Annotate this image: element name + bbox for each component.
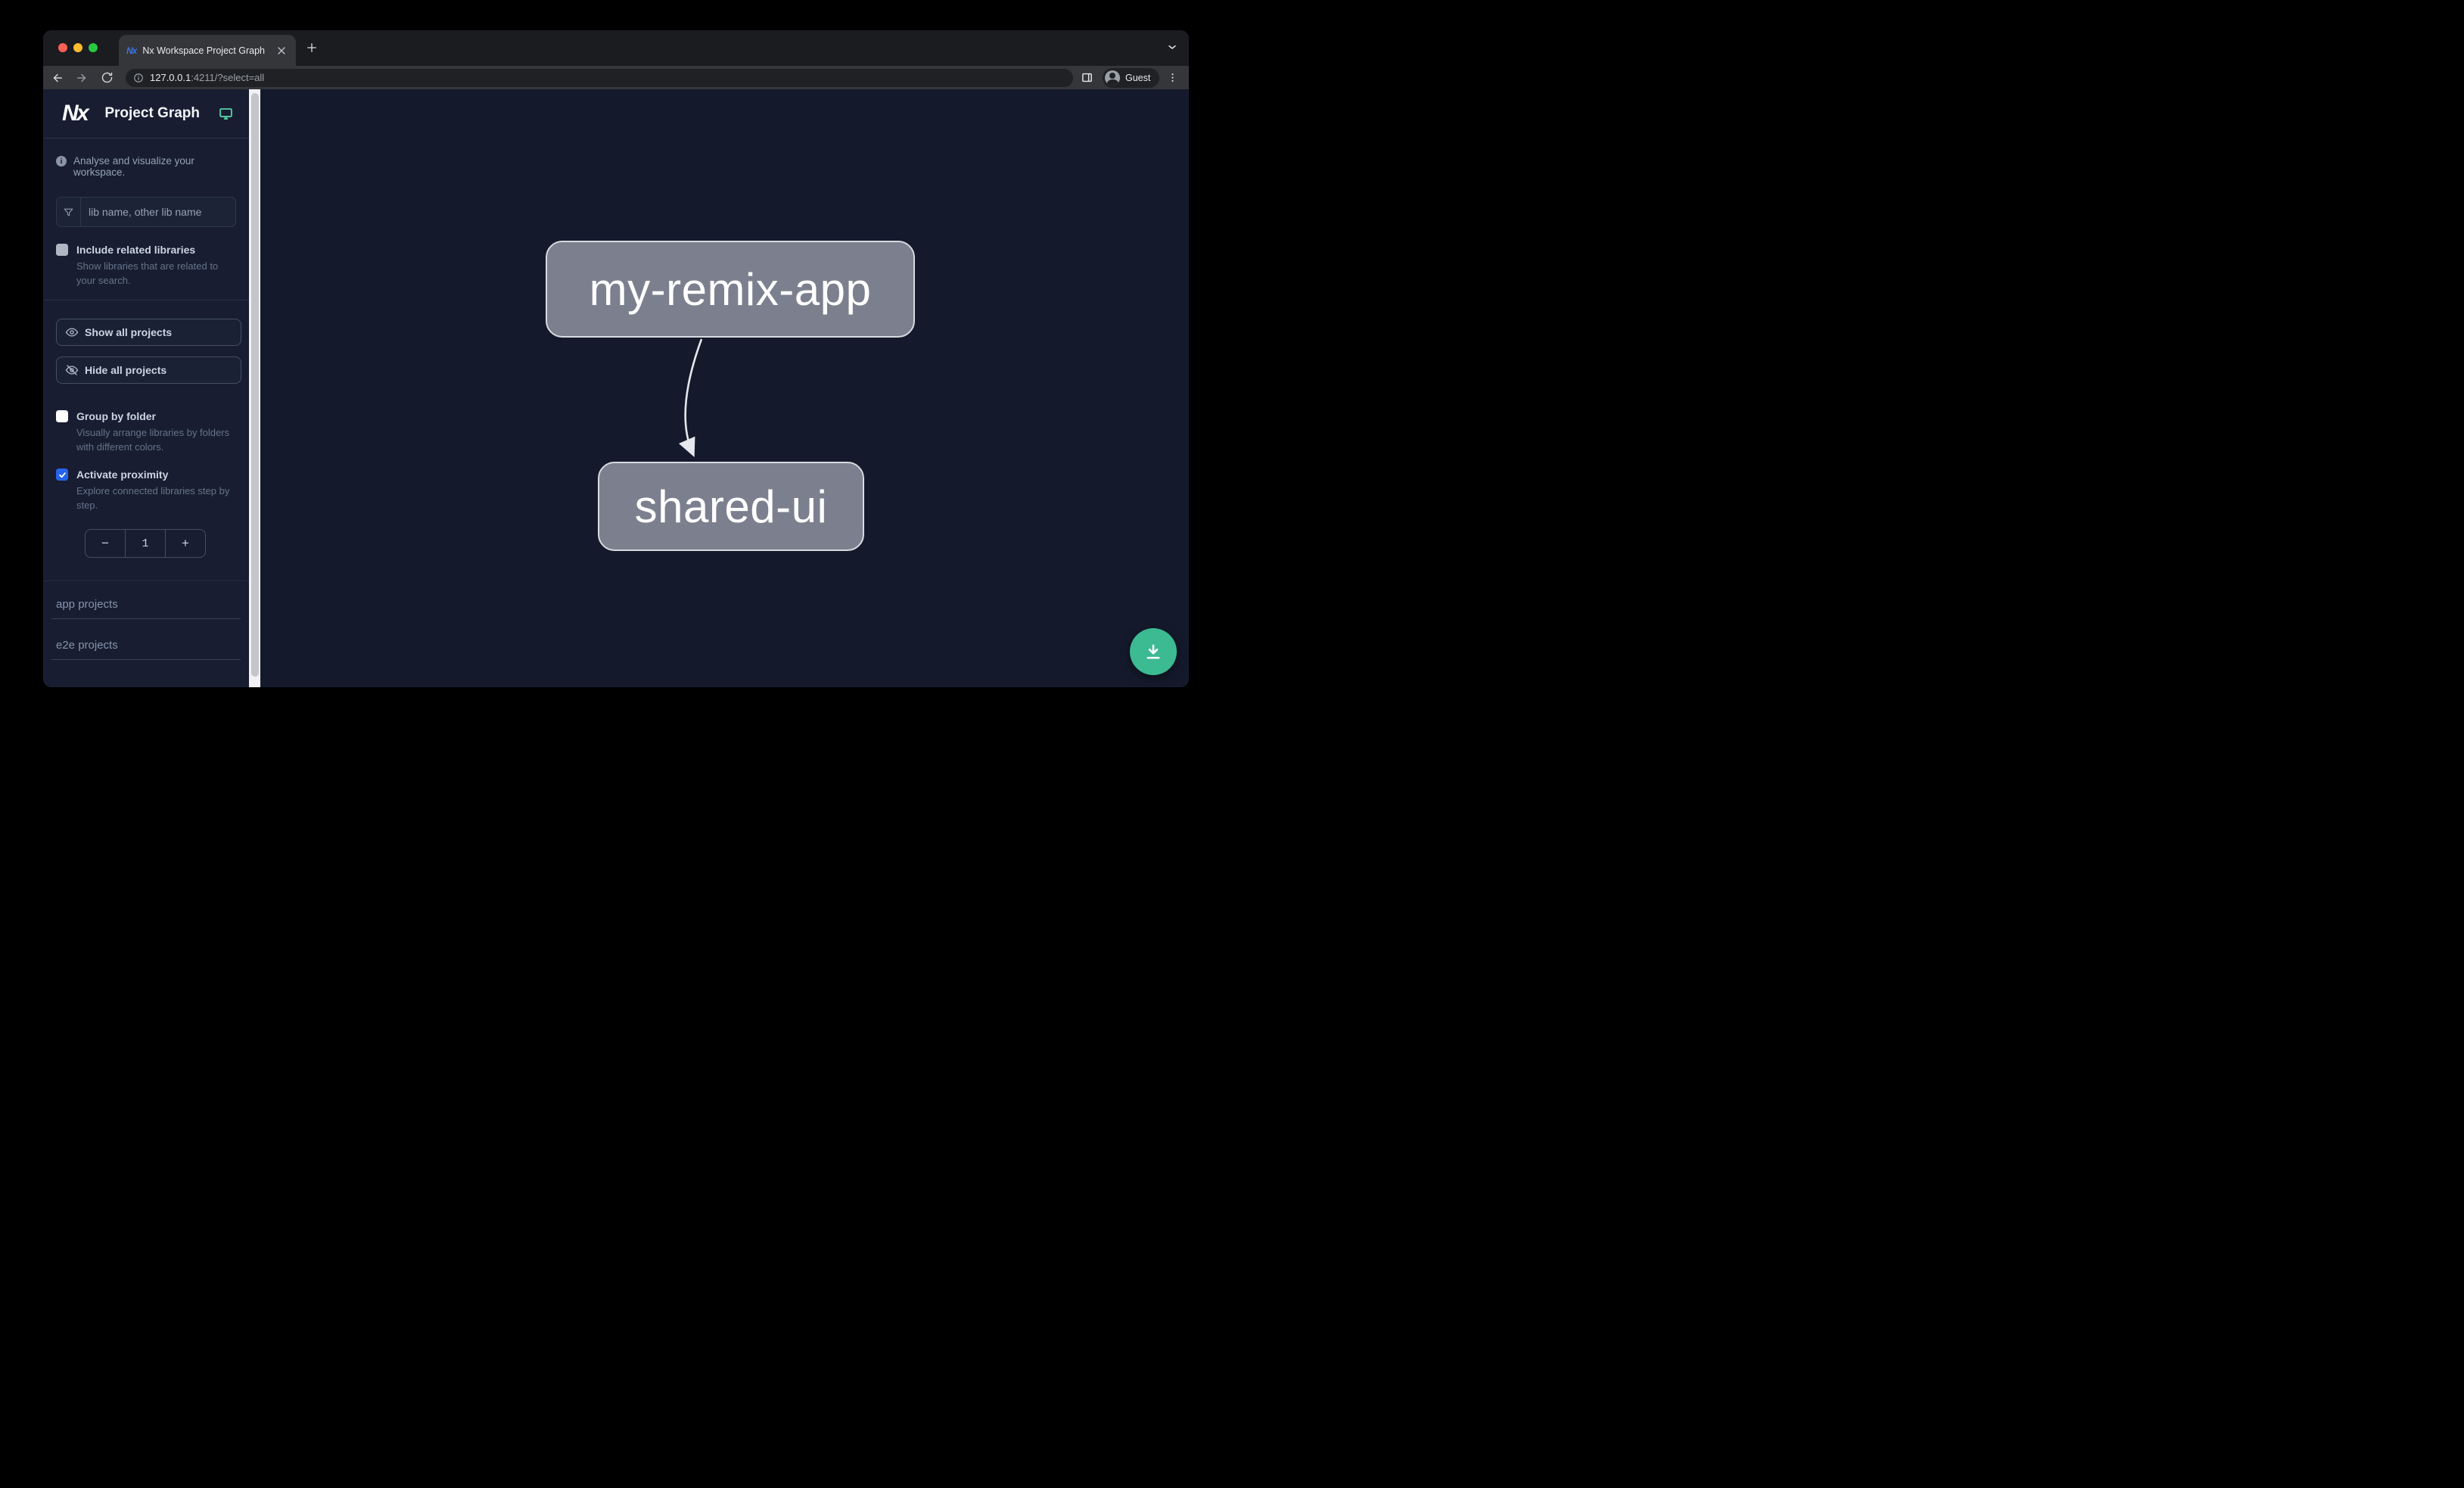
download-icon <box>1143 642 1163 662</box>
section-app-projects: app projects <box>51 581 241 619</box>
node-label: my-remix-app <box>589 263 872 315</box>
back-icon[interactable] <box>49 70 66 86</box>
option-activate-proximity: Activate proximity Explore connected lib… <box>56 468 236 512</box>
fullscreen-window-button[interactable] <box>89 43 98 52</box>
activate-proximity-label: Activate proximity <box>76 469 169 481</box>
browser-window: Nx Nx Workspace Project Graph <box>43 30 1189 687</box>
group-by-folder-label: Group by folder <box>76 410 156 422</box>
close-window-button[interactable] <box>58 43 67 52</box>
show-all-projects-label: Show all projects <box>85 326 173 338</box>
tagline-row: i Analyse and visualize your workspace. <box>56 155 236 178</box>
proximity-stepper: − 1 + <box>85 529 206 558</box>
avatar-icon <box>1105 70 1120 86</box>
monitor-icon[interactable] <box>218 106 234 122</box>
minimize-window-button[interactable] <box>73 43 82 52</box>
forward-icon[interactable] <box>73 70 90 86</box>
sidebar-header: Nx Project Graph <box>43 89 249 139</box>
profile-label: Guest <box>1125 72 1151 83</box>
hide-all-projects-button[interactable]: Hide all projects <box>56 356 241 384</box>
eye-off-icon <box>65 363 79 377</box>
sidebar-body: i Analyse and visualize your workspace. … <box>43 139 249 687</box>
dependency-edge <box>678 338 703 457</box>
side-panel-icon[interactable] <box>1081 71 1094 84</box>
tab-search-chevron-icon[interactable] <box>1166 41 1178 53</box>
graph-node-my-remix-app[interactable]: my-remix-app <box>546 241 915 338</box>
hide-all-projects-label: Hide all projects <box>85 364 167 376</box>
group-by-folder-description: Visually arrange libraries by folders wi… <box>76 427 230 453</box>
stepper-increment-button[interactable]: + <box>182 536 189 550</box>
tagline-text: Analyse and visualize your workspace. <box>73 155 194 178</box>
activate-proximity-checkbox[interactable] <box>56 469 68 481</box>
url-text: 127.0.0.1:4211/?select=all <box>150 72 264 83</box>
node-label: shared-ui <box>634 481 828 532</box>
section-e2e-projects-header[interactable]: e2e projects <box>56 639 118 652</box>
site-info-icon[interactable] <box>133 73 144 83</box>
project-filter <box>56 197 236 227</box>
reload-icon[interactable] <box>98 70 115 86</box>
section-app-projects-header[interactable]: app projects <box>56 598 118 611</box>
include-related-description: Show libraries that are related to your … <box>76 260 219 286</box>
section-underline <box>51 659 241 660</box>
tab-title: Nx Workspace Project Graph <box>142 45 265 56</box>
page-content: Nx Project Graph i Analyse and visualize… <box>43 89 1189 687</box>
profile-button[interactable]: Guest <box>1103 67 1160 88</box>
show-all-projects-button[interactable]: Show all projects <box>56 319 241 346</box>
window-controls <box>58 43 98 52</box>
browser-tab[interactable]: Nx Nx Workspace Project Graph <box>119 35 296 66</box>
tab-close-icon[interactable] <box>275 44 288 58</box>
url-path: :4211/?select=all <box>191 72 265 83</box>
section-e2e-projects: e2e projects <box>51 619 241 660</box>
sidebar-scrollbar[interactable] <box>249 89 260 687</box>
filter-funnel-icon <box>57 198 81 226</box>
desktop-background: Nx Nx Workspace Project Graph <box>0 0 1232 744</box>
eye-icon <box>65 325 79 339</box>
graph-node-shared-ui[interactable]: shared-ui <box>598 462 864 551</box>
page-title: Project Graph <box>104 105 201 121</box>
download-graph-button[interactable] <box>1130 628 1177 675</box>
stepper-value: 1 <box>125 530 166 557</box>
graph-canvas[interactable]: my-remix-app shared-ui <box>260 89 1189 687</box>
tab-strip: Nx Nx Workspace Project Graph <box>43 30 1189 66</box>
sidebar: Nx Project Graph i Analyse and visualize… <box>43 89 249 687</box>
url-host: 127.0.0.1 <box>150 72 191 83</box>
kebab-menu-icon[interactable] <box>1167 72 1178 83</box>
stepper-decrement-button[interactable]: − <box>101 536 109 550</box>
include-related-label: Include related libraries <box>76 244 196 256</box>
check-icon <box>58 472 66 478</box>
url-bar[interactable]: 127.0.0.1:4211/?select=all <box>126 68 1073 87</box>
scrollbar-thumb[interactable] <box>250 93 259 677</box>
new-tab-button[interactable] <box>305 41 319 54</box>
nx-logo: Nx <box>62 101 89 126</box>
section-underline <box>51 618 241 619</box>
include-related-checkbox[interactable] <box>56 244 68 256</box>
nx-favicon-icon: Nx <box>126 45 137 56</box>
activate-proximity-description: Explore connected libraries step by step… <box>76 485 230 511</box>
option-include-related: Include related libraries Show libraries… <box>56 243 236 288</box>
info-circle-icon: i <box>56 156 67 167</box>
group-by-folder-checkbox[interactable] <box>56 410 68 422</box>
browser-toolbar: 127.0.0.1:4211/?select=all Guest <box>43 66 1189 89</box>
option-group-by-folder: Group by folder Visually arrange librari… <box>56 409 236 454</box>
filter-input[interactable] <box>81 206 235 218</box>
